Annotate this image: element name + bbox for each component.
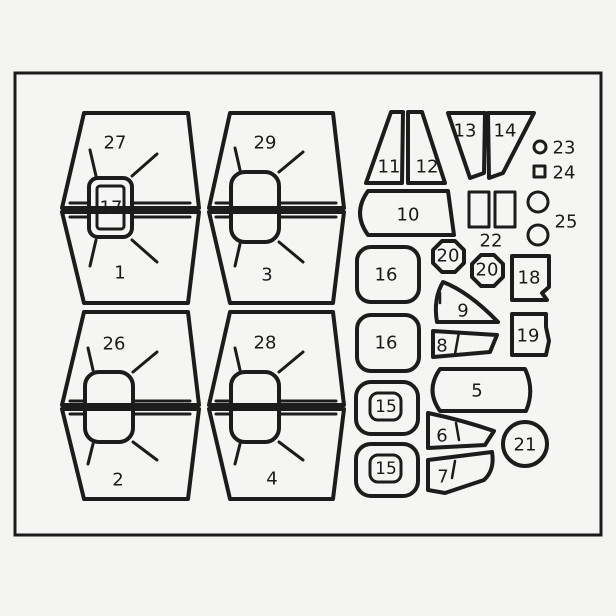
frame-ribs <box>68 148 192 268</box>
label-25: 25 <box>555 212 578 233</box>
label-8: 8 <box>436 336 447 357</box>
frame-ribs <box>68 346 192 466</box>
label-16b: 16 <box>375 333 398 354</box>
frame-ribs <box>214 146 338 268</box>
part-15a-outer <box>354 380 420 436</box>
part-9-shape <box>433 280 500 324</box>
part-18-shape <box>510 254 551 302</box>
part-15a-inner <box>368 391 403 422</box>
label-15a: 15 <box>375 397 397 417</box>
part-24-shape <box>532 164 547 179</box>
label-21: 21 <box>514 435 537 456</box>
part-20b-shape <box>470 253 505 288</box>
part-21-shape <box>501 420 549 468</box>
frame-ribs <box>214 346 338 466</box>
frame-opening <box>229 170 281 244</box>
label-29: 29 <box>254 133 277 154</box>
part-13-shape <box>446 111 487 180</box>
canopy-panel-bottom-left <box>60 310 201 501</box>
panel-part-27 <box>60 111 201 210</box>
label-26: 26 <box>103 334 126 355</box>
part-25-shape-a <box>526 190 550 214</box>
label-20a: 20 <box>437 246 460 267</box>
part-22-shape-b <box>493 190 517 229</box>
frame-ring-inner <box>95 184 126 231</box>
part-6-shape <box>426 411 496 450</box>
part-7-shape <box>426 450 495 495</box>
part-23-shape <box>532 139 548 155</box>
label-27: 27 <box>104 133 127 154</box>
part-15b-outer <box>354 442 420 498</box>
frame-ticks <box>438 291 461 480</box>
part-19-shape <box>510 312 551 357</box>
label-14: 14 <box>494 121 517 142</box>
frame-opening <box>83 370 135 444</box>
frame-opening <box>229 370 281 444</box>
label-28: 28 <box>254 333 277 354</box>
part-22-shape-a <box>467 190 491 229</box>
panel-part-29 <box>207 111 346 210</box>
label-2: 2 <box>112 470 123 491</box>
part-20a-shape <box>431 239 466 274</box>
part-14-shape <box>486 111 536 180</box>
label-13: 13 <box>454 121 477 142</box>
label-20b: 20 <box>476 260 499 281</box>
label-12: 12 <box>416 157 439 178</box>
label-10: 10 <box>397 205 420 226</box>
label-1: 1 <box>114 263 125 284</box>
panel-part-28 <box>207 310 346 407</box>
part-16b-shape <box>355 313 421 373</box>
label-18: 18 <box>518 268 541 289</box>
label-7: 7 <box>437 467 448 488</box>
panel-part-26 <box>60 310 201 407</box>
label-17: 17 <box>100 198 123 219</box>
label-3: 3 <box>261 265 272 286</box>
label-11: 11 <box>378 157 401 178</box>
part-16a-shape <box>355 245 421 304</box>
label-15b: 15 <box>375 459 397 479</box>
canopy-panel-top-middle <box>207 111 346 305</box>
canopy-panel-bottom-middle <box>207 310 346 501</box>
part-11-shape <box>364 110 405 185</box>
frame-ring-outer <box>87 176 134 239</box>
label-4: 4 <box>266 469 277 490</box>
part-12-shape <box>406 110 447 185</box>
part-5-shape <box>430 367 533 413</box>
label-19: 19 <box>517 326 540 347</box>
label-5: 5 <box>471 381 482 402</box>
label-9: 9 <box>457 301 468 322</box>
panel-part-1 <box>60 210 201 305</box>
part-15b-inner <box>368 453 403 484</box>
label-23: 23 <box>553 138 576 159</box>
label-16a: 16 <box>375 265 398 286</box>
part-25-shape-b <box>526 223 550 247</box>
part-labels: 27 17 1 29 3 26 2 28 4 11 12 13 14 23 24… <box>100 121 578 491</box>
part-10-shape <box>358 189 456 237</box>
label-6: 6 <box>436 426 447 447</box>
label-24: 24 <box>553 163 576 184</box>
canopy-panel-top-left <box>60 111 201 305</box>
part-8-shape <box>431 329 499 359</box>
panel-part-2 <box>60 407 201 501</box>
panel-part-4 <box>207 407 346 501</box>
panel-part-3 <box>207 210 346 305</box>
label-22: 22 <box>480 231 503 252</box>
small-parts <box>354 110 551 498</box>
